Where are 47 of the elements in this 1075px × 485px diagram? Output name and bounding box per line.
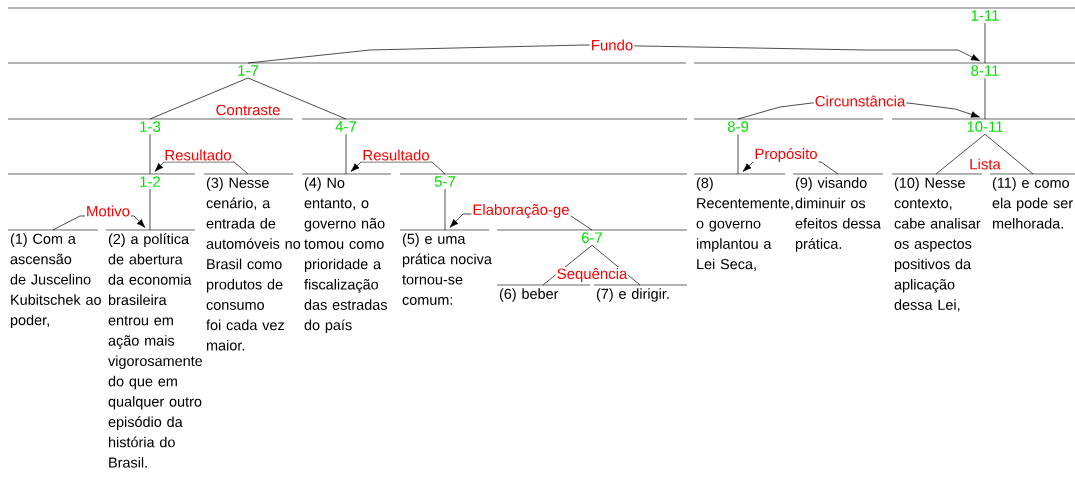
text-segment: (9) visando diminuir os efeitos dessa prática. [792,173,884,252]
tree-line [984,77,986,120]
relation-label: Fundo [589,38,635,52]
span-node: 5-7 [399,173,688,187]
span-node: 1-7 [7,62,687,76]
tree-line [737,133,739,175]
tree-line [247,77,347,120]
arrow [247,44,980,64]
relation-label: Motivo [85,204,131,218]
arrow [154,161,249,175]
tree-line [345,133,347,175]
relation-label: Sequência [555,267,629,283]
text-segment: (2) a política de abertura da economia brasileira entrou em ação mais vigorosamente do que em qualquer outro episódio da história do Brasil. [105,229,203,468]
tree-line [935,133,986,175]
text-segment: (11) e como ela pode ser melhorada. [989,173,1075,229]
tree-line [984,133,1034,175]
span-node: 8-9 [693,118,884,132]
span-node: 4-7 [301,118,688,132]
tree-line [444,188,446,231]
arrow [350,161,446,175]
tree-line [149,77,249,120]
span-node: 6-7 [496,229,688,243]
text-segment: (5) e uma prática nociva tornou-se comum: [399,229,492,305]
span-node: 1-11 [7,7,1075,21]
span-node: 1-3 [7,118,294,132]
relation-label: Circunstância [813,94,907,108]
tree-line [149,133,151,175]
tree-line [591,244,641,286]
tree-line [149,188,151,231]
text-segment: (4) No entanto, o governo não tomou como prioridade a fiscalização das estradas do país [301,173,392,334]
span-node: 10-11 [891,118,1075,132]
text-segment: (8) Recentemente, o governo implantou a Lei Seca, [693,173,793,271]
relation-label: Lista [968,157,1002,171]
span-node: 1-2 [7,173,196,187]
relation-label: Propósito [753,146,819,164]
text-segment: (7) e dirigir. [593,284,688,302]
relation-label: Resultado [361,148,431,162]
relation-label: Resultado [163,148,233,162]
tree-line [984,22,986,64]
text-segment: (1) Com a ascensão de Juscelino Kubitschek ao poder, [7,229,101,329]
text-segment: (3) Nesse cenário, a entrada de automóveis no Brasil como produtos de consumo foi cada vez maior. [203,173,301,351]
text-segment: (6) beber [496,284,591,302]
tree-line [542,244,593,286]
text-segment: (10) Nesse contexto, cabe analisar os aspectos positivos da aplicação dessa Lei, [891,173,983,312]
relation-label: Contraste [214,103,282,117]
span-node: 8-11 [693,62,1075,76]
relation-label: Elaboração-ge [471,203,571,219]
